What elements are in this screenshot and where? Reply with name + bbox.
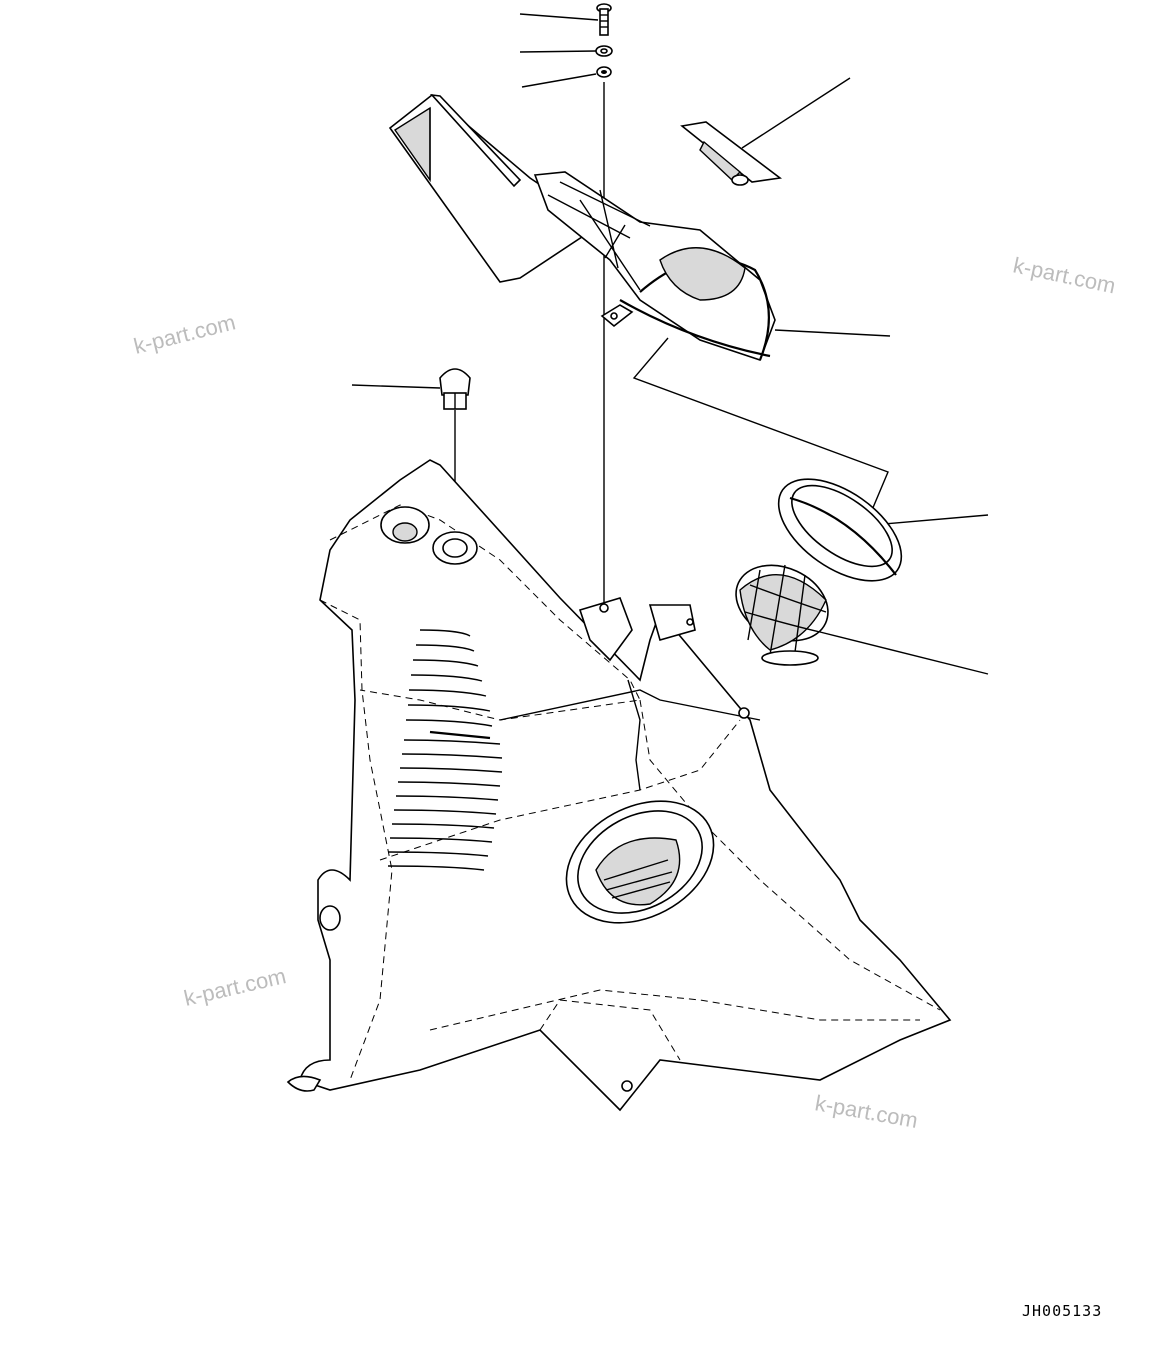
leader-louver [819, 631, 989, 675]
duct-icon [388, 93, 776, 362]
leader-washer [519, 50, 597, 53]
speaker-grille [565, 800, 715, 924]
ring-icon [777, 478, 903, 582]
watermark: k-part.com [813, 1090, 920, 1133]
washer-icon [595, 45, 613, 57]
vent-louver-icon [735, 564, 829, 666]
leader-cap [741, 77, 851, 149]
side-panel-icon [286, 459, 952, 1112]
watermark: k-part.com [131, 309, 238, 358]
clip-icon [439, 368, 471, 410]
leader-duct [774, 329, 891, 337]
leader-ring [871, 514, 989, 526]
bolt-icon [596, 3, 612, 36]
watermark: k-part.com [182, 963, 289, 1011]
drawing-code: JH005133 [1022, 1302, 1103, 1320]
grille [387, 629, 503, 871]
watermark: k-part.com [1011, 252, 1118, 298]
leader-bracket [632, 337, 889, 511]
cap-icon [680, 121, 783, 186]
leader-lines [351, 13, 989, 675]
nut-icon [596, 66, 612, 78]
leader-bolt [519, 13, 599, 21]
leader-nut [521, 73, 597, 88]
leader-clip [351, 384, 441, 389]
